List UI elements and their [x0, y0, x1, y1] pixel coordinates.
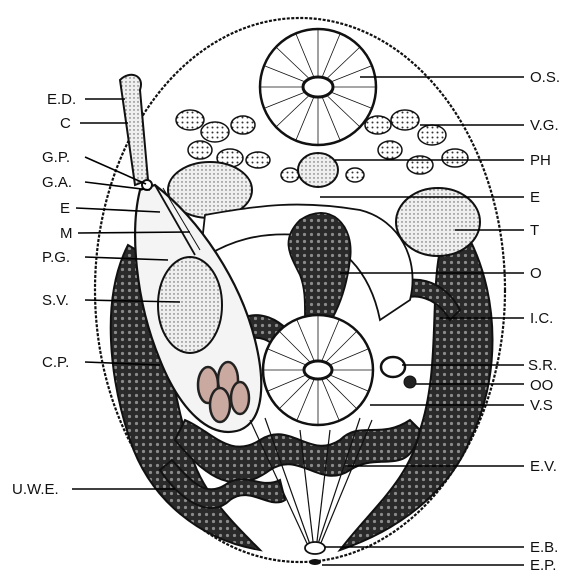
ventral-sucker: [263, 315, 373, 425]
label-ep: E.P.: [530, 557, 556, 574]
label-ph: PH: [530, 152, 551, 169]
label-m: M: [60, 225, 73, 242]
label-t: T: [530, 222, 539, 239]
seminal-vesicle: [158, 257, 222, 353]
label-oo: OO: [530, 377, 553, 394]
label-vg: V.G.: [530, 117, 559, 134]
label-sr: S.R.: [528, 357, 557, 374]
label-o: O: [530, 265, 542, 282]
pharynx: [298, 153, 338, 187]
excretory-pore: [309, 559, 321, 565]
label-e-left: E: [60, 200, 70, 217]
oral-sucker: [260, 29, 376, 145]
label-gp: G.P.: [42, 149, 70, 166]
label-vs: V.S: [530, 397, 553, 414]
label-pg: P.G.: [42, 249, 70, 266]
label-e-right: E: [530, 189, 540, 206]
label-cp: C.P.: [42, 354, 69, 371]
excretory-bladder: [305, 542, 325, 554]
label-os: O.S.: [530, 69, 560, 86]
seminal-receptacle: [381, 357, 405, 377]
label-ga: G.A.: [42, 174, 72, 191]
label-eb: E.B.: [530, 539, 558, 556]
ootype: [404, 376, 416, 388]
testis-right: [396, 188, 480, 256]
label-uwe: U.W.E.: [12, 481, 59, 498]
label-ev: E.V.: [530, 458, 557, 475]
label-ed: E.D.: [47, 91, 76, 108]
label-ic: I.C.: [530, 310, 553, 327]
label-sv: S.V.: [42, 292, 69, 309]
label-c: C: [60, 115, 71, 132]
